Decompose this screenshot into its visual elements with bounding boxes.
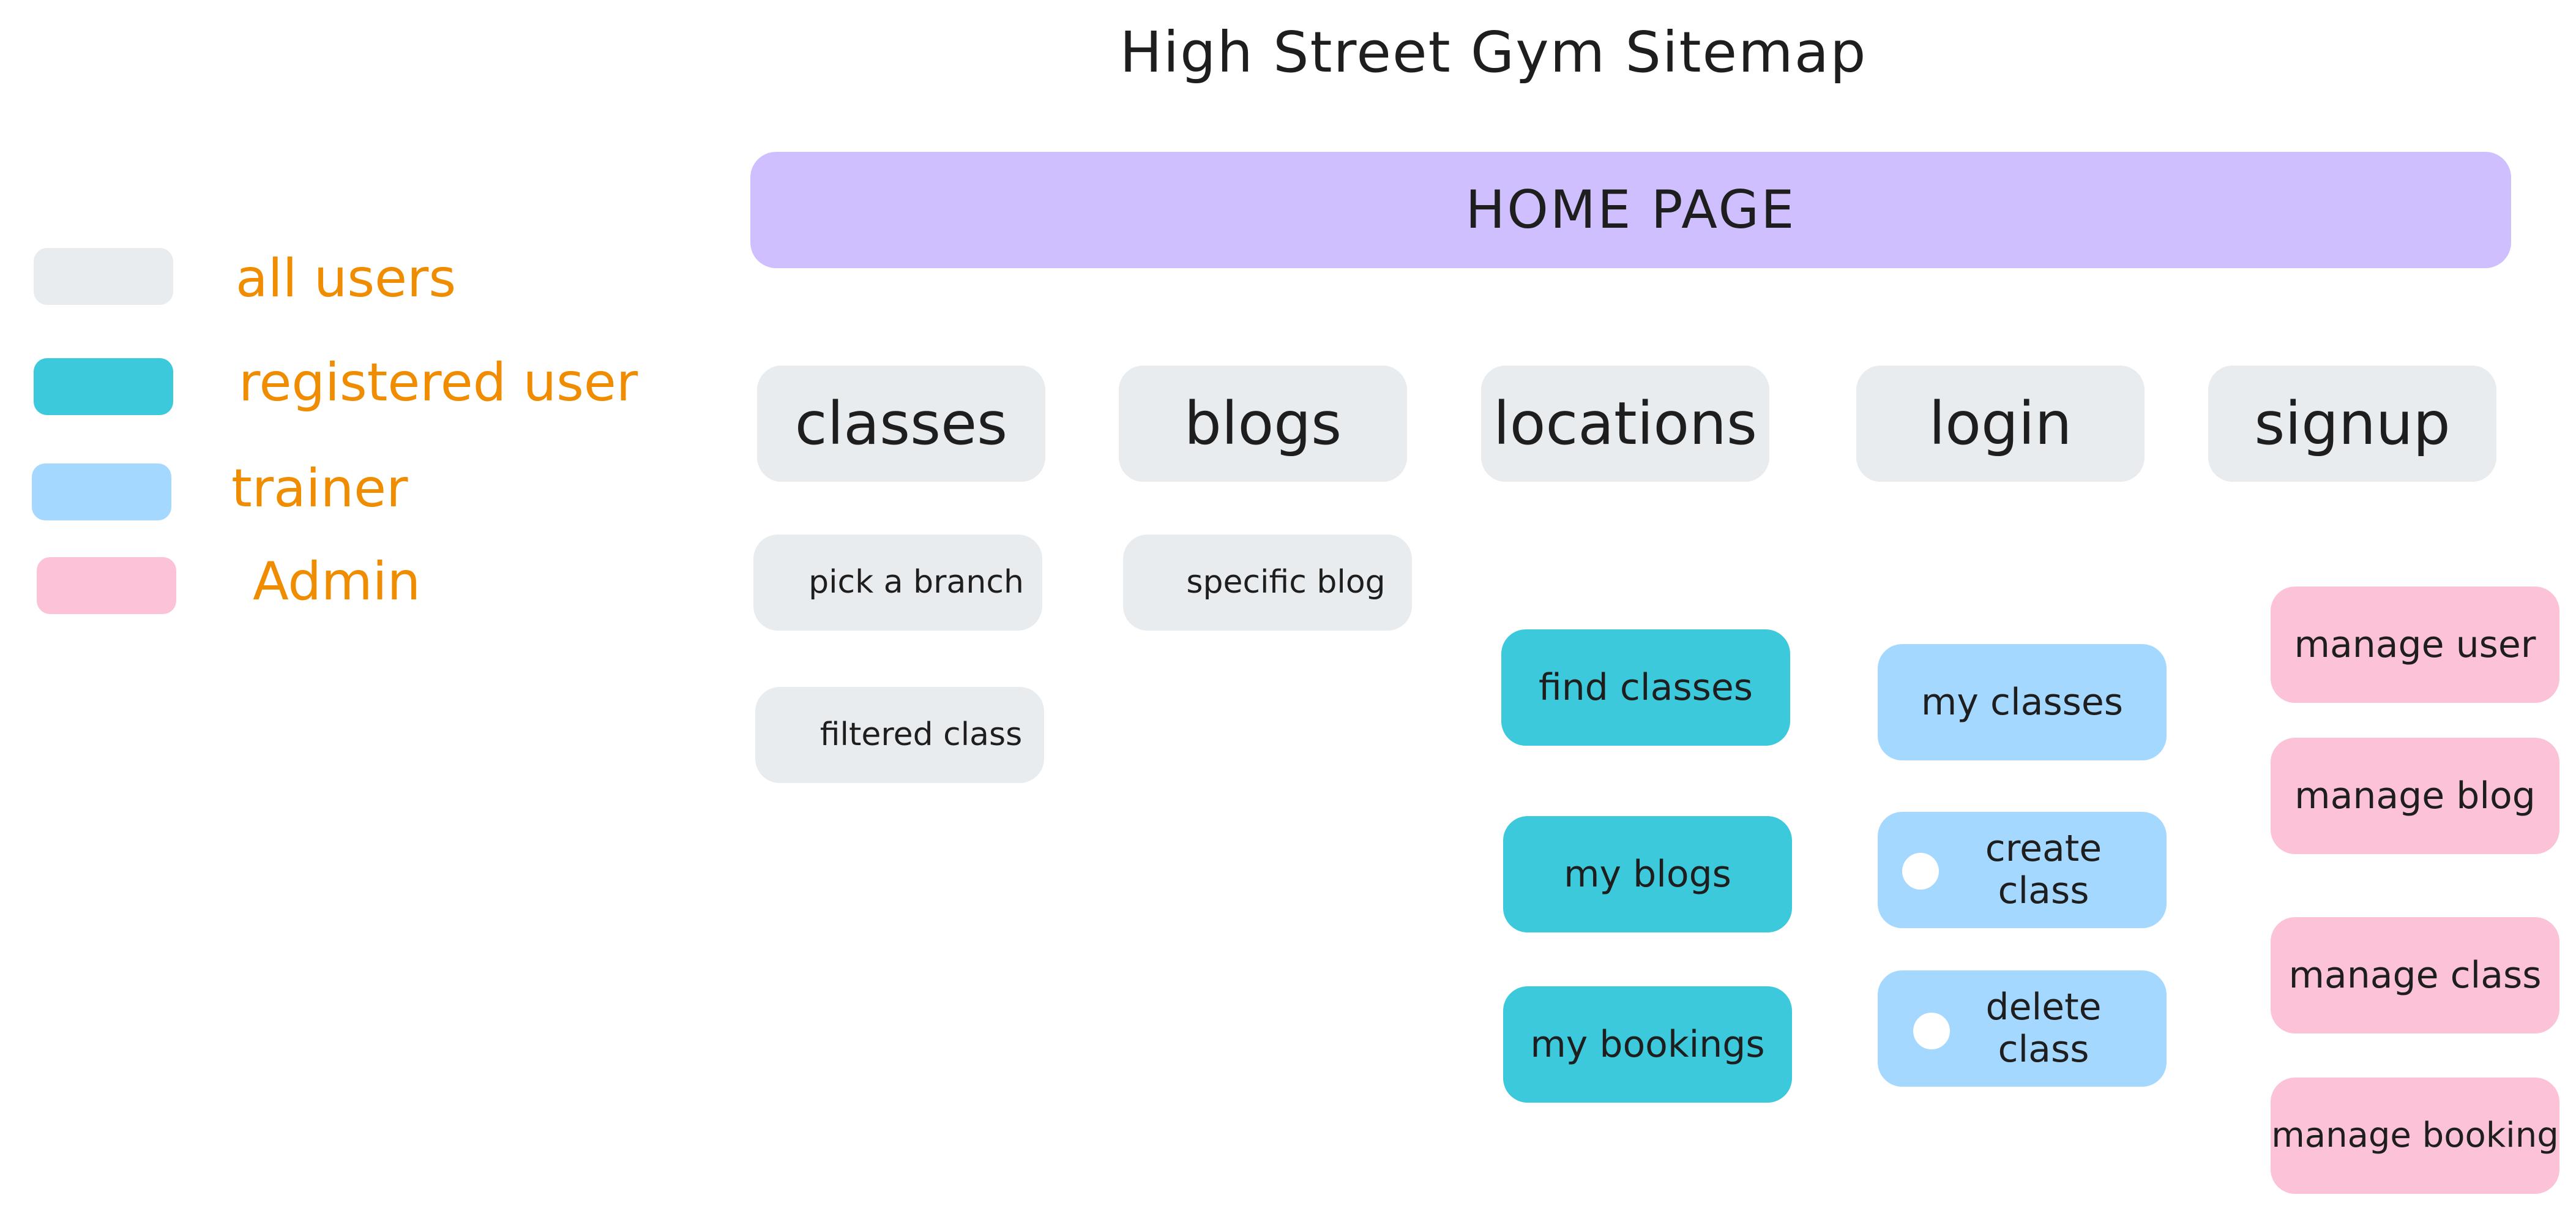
page-delete-class-label: delete class xyxy=(1985,986,2102,1071)
legend-swatch-all-users xyxy=(34,248,173,305)
nav-classes: classes xyxy=(757,366,1045,482)
home-page-box: HOME PAGE xyxy=(750,152,2511,268)
sitemap-title: High Street Gym Sitemap xyxy=(1119,19,1867,85)
page-my-bookings: my bookings xyxy=(1503,986,1792,1103)
create-class-circle-icon xyxy=(1902,853,1939,890)
page-filtered-class-label: filtered class xyxy=(819,716,1023,753)
page-my-classes-label: my classes xyxy=(1921,680,2124,724)
legend-swatch-trainer xyxy=(32,463,171,520)
page-specific-blog-label: specific blog xyxy=(1186,563,1386,601)
page-find-classes-label: find classes xyxy=(1538,665,1753,709)
page-my-blogs-label: my blogs xyxy=(1564,852,1731,896)
page-my-classes: my classes xyxy=(1878,644,2167,760)
delete-class-circle-icon xyxy=(1913,1013,1950,1049)
nav-locations-label: locations xyxy=(1493,389,1757,458)
legend-label-all-users: all users xyxy=(236,248,457,309)
legend-label-admin: Admin xyxy=(253,551,421,612)
page-manage-user: manage user xyxy=(2271,587,2559,703)
page-manage-user-label: manage user xyxy=(2294,623,2536,666)
page-find-classes: find classes xyxy=(1501,629,1790,746)
nav-signup-label: signup xyxy=(2254,389,2451,458)
home-page-label: HOME PAGE xyxy=(1465,179,1796,241)
page-manage-class-label: manage class xyxy=(2288,953,2542,997)
nav-locations: locations xyxy=(1481,366,1769,482)
page-manage-class: manage class xyxy=(2271,917,2559,1033)
legend-label-registered-user: registered user xyxy=(239,352,638,413)
nav-classes-label: classes xyxy=(794,389,1008,458)
legend-swatch-registered-user xyxy=(34,358,173,415)
nav-login-label: login xyxy=(1928,389,2072,458)
page-manage-booking-label: manage booking xyxy=(2271,1115,2559,1155)
page-my-blogs: my blogs xyxy=(1503,816,1792,932)
nav-login: login xyxy=(1856,366,2145,482)
page-pick-a-branch-label: pick a branch xyxy=(808,563,1024,601)
page-manage-blog-label: manage blog xyxy=(2294,774,2536,817)
nav-blogs-label: blogs xyxy=(1184,389,1342,458)
legend-label-trainer: trainer xyxy=(231,458,408,519)
legend-swatch-admin xyxy=(37,557,176,614)
page-filtered-class: filtered class xyxy=(755,687,1044,783)
page-manage-blog: manage blog xyxy=(2271,738,2559,854)
page-manage-booking: manage booking xyxy=(2271,1078,2559,1194)
nav-signup: signup xyxy=(2208,366,2496,482)
page-create-class-label: create class xyxy=(1985,827,2102,912)
page-pick-a-branch: pick a branch xyxy=(753,534,1042,631)
page-my-bookings-label: my bookings xyxy=(1530,1022,1765,1066)
nav-blogs: blogs xyxy=(1119,366,1407,482)
page-specific-blog: specific blog xyxy=(1123,534,1412,631)
page-delete-class: delete class xyxy=(1878,970,2167,1087)
